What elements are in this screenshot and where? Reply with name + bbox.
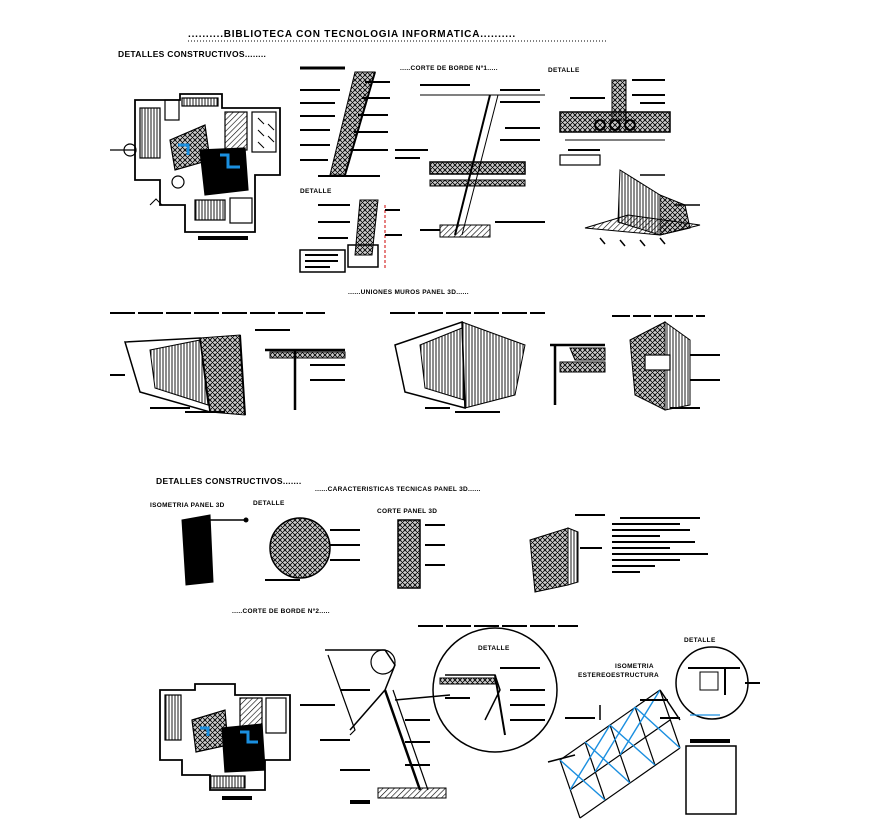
isometric-wall-corner <box>584 169 701 247</box>
label-caracteristicas: ......CARACTERISTICAS TECNICAS PANEL 3D.… <box>315 486 481 493</box>
label-estereoestructura: ESTEREOESTRUCTURA <box>578 672 659 679</box>
label-detalle-a: DETALLE <box>548 67 580 74</box>
space-frame-isometric <box>547 689 681 819</box>
section-edge-1 <box>395 84 545 238</box>
label-isometria-panel: ISOMETRIA PANEL 3D <box>150 502 225 509</box>
panel-characteristics <box>529 514 708 593</box>
floor-plan-1 <box>110 93 281 240</box>
label-isometria: ISOMETRIA <box>615 663 654 670</box>
panel-detail-circle <box>265 517 360 581</box>
detail-foundation <box>299 199 402 273</box>
legend-box <box>685 739 737 815</box>
label-detalle-e: DETALLE <box>684 637 716 644</box>
detail-circle-d <box>432 627 558 753</box>
label-detalle-c: DETALLE <box>253 500 285 507</box>
label-corte-borde-2: .....CORTE DE BORDE Nº2..... <box>232 608 330 615</box>
panel-cross-section <box>397 519 445 589</box>
label-detalle-d: DETALLE <box>478 645 510 652</box>
detail-circle-e <box>660 646 760 720</box>
panel-isometric <box>181 514 249 586</box>
label-corte-panel: CORTE PANEL 3D <box>377 508 438 515</box>
section-detalles-constructivos-2: DETALLES CONSTRUCTIVOS....... <box>156 476 302 486</box>
floor-plan-2 <box>159 683 291 800</box>
sheet-title: ..........BIBLIOTECA CON TECNOLOGIA INFO… <box>188 29 517 40</box>
wall-union-3d <box>612 315 720 411</box>
label-detalle-b: DETALLE <box>300 188 332 195</box>
detail-slab-joint <box>559 79 671 166</box>
section-detalles-constructivos-1: DETALLES CONSTRUCTIVOS........ <box>118 49 267 59</box>
wall-union-1 <box>110 312 346 416</box>
label-corte-borde-1: .....CORTE DE BORDE Nº1..... <box>400 65 498 72</box>
wall-union-2 <box>390 312 606 413</box>
label-uniones-muros: ......UNIONES MUROS PANEL 3D...... <box>348 289 469 296</box>
section-wall-small <box>300 66 390 177</box>
section-edge-2 <box>300 625 578 804</box>
